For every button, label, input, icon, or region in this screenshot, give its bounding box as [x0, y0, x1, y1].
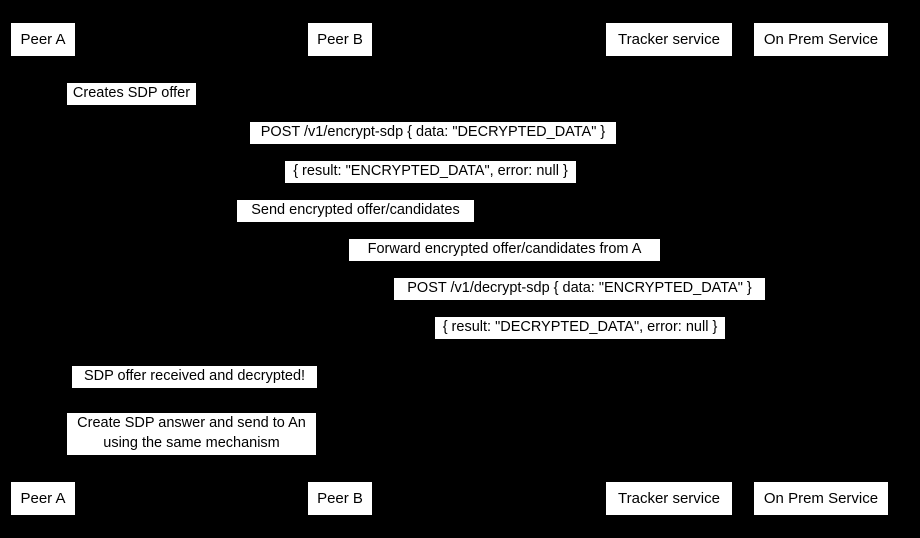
message-label: { result: "ENCRYPTED_DATA", error: null … [293, 163, 568, 180]
participant-label: Peer A [20, 31, 66, 48]
participant-head-on-prem-service[interactable]: On Prem Service [753, 22, 889, 57]
message-forward-encrypted-offer: Forward encrypted offer/candidates from … [349, 239, 660, 261]
participant-foot-peer-a[interactable]: Peer A [10, 481, 76, 516]
message-encrypt-sdp-result: { result: "ENCRYPTED_DATA", error: null … [285, 161, 576, 183]
participant-label: Peer B [317, 490, 363, 507]
participant-head-tracker-service[interactable]: Tracker service [605, 22, 733, 57]
message-label: POST /v1/encrypt-sdp { data: "DECRYPTED_… [260, 124, 606, 141]
note-create-sdp-answer: Create SDP answer and send to An using t… [67, 413, 316, 455]
participant-foot-tracker-service[interactable]: Tracker service [605, 481, 733, 516]
participant-foot-on-prem-service[interactable]: On Prem Service [753, 481, 889, 516]
note-sdp-offer-received: SDP offer received and decrypted! [72, 366, 317, 388]
participant-head-peer-b[interactable]: Peer B [307, 22, 373, 57]
message-decrypt-sdp-result: { result: "DECRYPTED_DATA", error: null … [435, 317, 725, 339]
participant-foot-peer-b[interactable]: Peer B [307, 481, 373, 516]
lifeline-on-prem-service [821, 57, 822, 480]
lifeline-peer-b [340, 57, 341, 480]
lifeline-tracker-service [669, 57, 670, 480]
participant-label: On Prem Service [763, 490, 879, 507]
lifeline-peer-a [43, 57, 44, 480]
message-post-encrypt-sdp: POST /v1/encrypt-sdp { data: "DECRYPTED_… [250, 122, 616, 144]
message-post-decrypt-sdp: POST /v1/decrypt-sdp { data: "ENCRYPTED_… [394, 278, 765, 300]
participant-label: Tracker service [618, 490, 720, 507]
participant-label: On Prem Service [763, 31, 879, 48]
participant-label: Tracker service [618, 31, 720, 48]
message-send-encrypted-offer: Send encrypted offer/candidates [237, 200, 474, 222]
note-label: Create SDP answer and send to An using t… [77, 415, 306, 451]
message-label: Forward encrypted offer/candidates from … [367, 241, 642, 258]
participant-label: Peer B [317, 31, 363, 48]
message-label: { result: "DECRYPTED_DATA", error: null … [442, 319, 718, 336]
message-label: Send encrypted offer/candidates [251, 202, 460, 219]
note-label: SDP offer received and decrypted! [83, 368, 306, 385]
message-label: Creates SDP offer [72, 85, 191, 102]
message-creates-sdp-offer: Creates SDP offer [67, 83, 196, 105]
participant-head-peer-a[interactable]: Peer A [10, 22, 76, 57]
message-label: POST /v1/decrypt-sdp { data: "ENCRYPTED_… [407, 280, 752, 297]
participant-label: Peer A [20, 490, 66, 507]
